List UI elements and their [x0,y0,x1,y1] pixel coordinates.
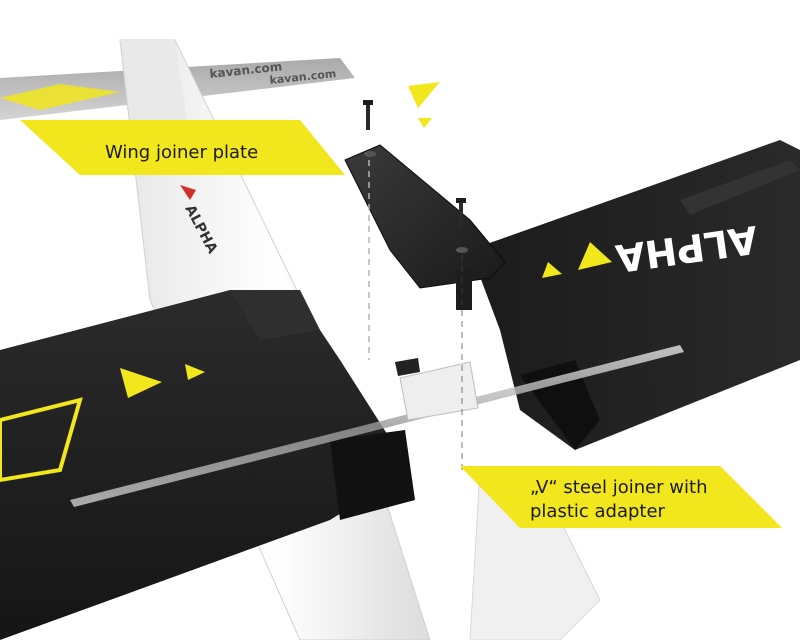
wing-graphic-marking [0,397,83,483]
callout-v-joiner-line2: plastic adapter [530,501,666,522]
callout-wing-joiner: Wing joiner plate [20,120,345,175]
plate-hole-2 [456,247,468,253]
screw-left [363,100,373,130]
arrow-marking-icon [578,242,612,270]
screw-right [456,198,466,228]
right-wing: ALPHA [470,140,800,450]
v-steel-joiner [70,345,684,507]
wing-joiner-plate [344,144,506,310]
callout-v-joiner-line1: „V“ steel joiner with [530,477,708,498]
arrow-marking-small-icon [542,262,562,278]
arrow-marking-left-icon [120,368,162,398]
decor-arrow-icon [408,82,440,108]
left-wing [0,290,415,640]
plate-hole [364,151,376,157]
decor-arrow-small-icon [418,118,432,128]
servo-connector [395,358,420,376]
callout-wing-joiner-text: Wing joiner plate [105,142,258,163]
plastic-adapter [399,361,479,421]
brand-logo-mark [180,185,196,200]
arrow-marking-left-small-icon [185,364,205,380]
plate-peg [456,270,472,310]
callout-v-joiner: „V“ steel joiner with plastic adapter [460,466,782,528]
